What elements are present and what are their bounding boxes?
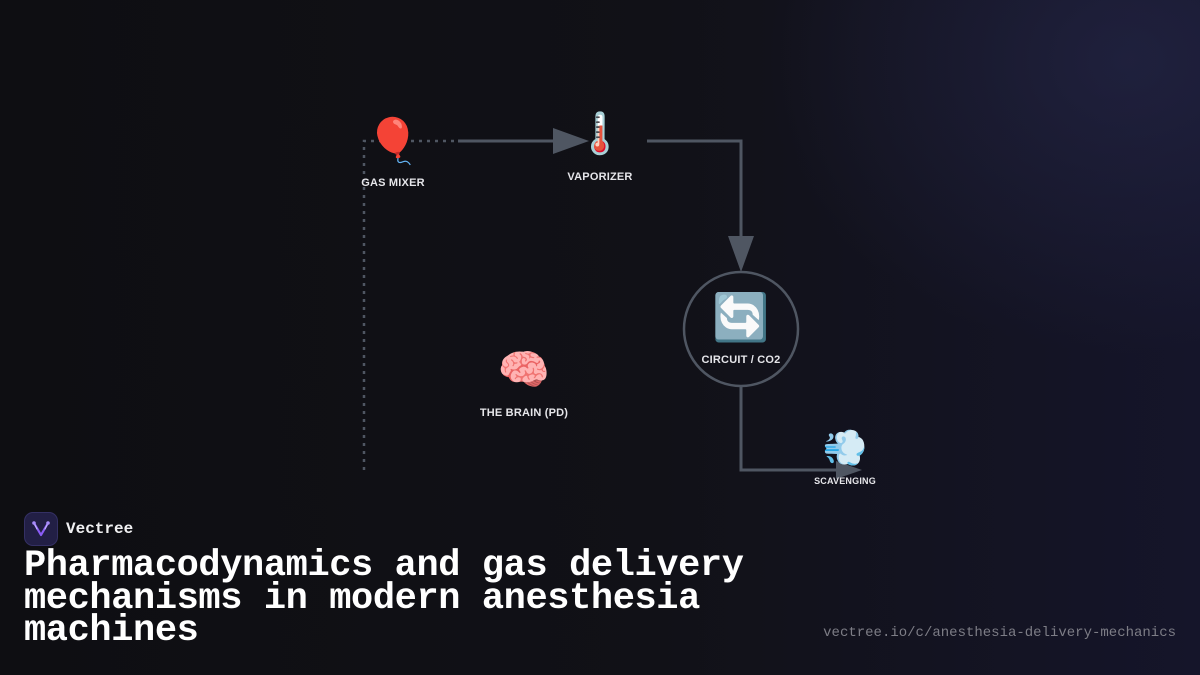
edge-gas-mixer-down [362, 139, 458, 470]
edge-circuit-scavenging [739, 387, 840, 472]
balloon-icon: 🎈 [365, 117, 421, 166]
edge-vaporizer-circuit [647, 139, 743, 240]
node-label: VAPORIZER [567, 171, 633, 183]
source-url[interactable]: vectree.io/c/anesthesia-delivery-mechani… [823, 625, 1176, 641]
node-vaporizer: 🌡️ VAPORIZER [567, 114, 632, 183]
node-circuit: 🔄 CIRCUIT / CO2 [702, 294, 781, 366]
node-label: CIRCUIT / CO2 [701, 354, 781, 366]
thermometer-icon: 🌡️ [575, 112, 625, 156]
node-label: SCAVENGING [814, 476, 876, 486]
node-label: GAS MIXER [361, 177, 425, 189]
arrowhead-scavenging [836, 461, 862, 479]
wind-puff-icon: 💨 [822, 427, 868, 468]
brand: Vectree [24, 512, 133, 546]
brand-name: Vectree [66, 520, 134, 538]
circuit-ring [682, 270, 800, 388]
vectree-logo-mark [32, 521, 50, 537]
node-label: THE BRAIN (PD) [479, 407, 569, 419]
node-brain: 🧠 THE BRAIN (PD) [479, 346, 569, 420]
vectree-logo-icon [24, 512, 58, 546]
cycle-arrows-icon: 🔄 [712, 291, 770, 343]
arrowhead-vaporizer [553, 128, 589, 154]
brain-icon: 🧠 [497, 346, 551, 393]
arrowhead-circuit [728, 236, 754, 272]
node-gas-mixer: 🎈 GAS MIXER [361, 117, 425, 190]
node-scavenging: 💨 SCAVENGING [814, 427, 876, 487]
page-title: Pharmacodynamics and gas delivery mechan… [24, 545, 744, 652]
